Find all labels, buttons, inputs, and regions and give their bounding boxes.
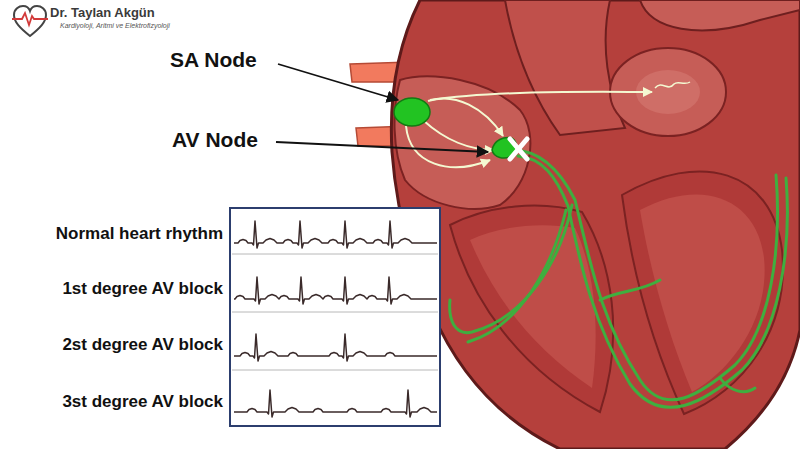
node-label: AV Node xyxy=(172,126,258,153)
ecg-trace xyxy=(234,221,437,248)
heart-illustration xyxy=(391,0,800,449)
rhythm-label: 2st degree AV block xyxy=(0,334,223,356)
ecg-trace xyxy=(234,277,437,304)
block-mark xyxy=(510,139,527,159)
bundle-branches xyxy=(450,150,788,407)
ecg-trace xyxy=(234,334,437,361)
rhythm-label: 1st degree AV block xyxy=(0,278,223,300)
conduction-pathways xyxy=(406,82,690,167)
leader-arrows xyxy=(276,64,488,152)
logo-subtitle: Kardiyoloji, Aritmi ve Elektrofizyoloji xyxy=(60,21,170,30)
logo-icon xyxy=(12,6,48,36)
node-label: SA Node xyxy=(170,46,257,73)
logo-text: Dr. Taylan Akgün xyxy=(50,4,155,21)
ecg-panel xyxy=(230,208,440,426)
sa-node-symbol xyxy=(394,98,430,126)
ecg-trace xyxy=(234,390,437,417)
rhythm-label: Normal heart rhythm xyxy=(0,223,223,245)
rhythm-label: 3st degree AV block xyxy=(0,391,223,413)
